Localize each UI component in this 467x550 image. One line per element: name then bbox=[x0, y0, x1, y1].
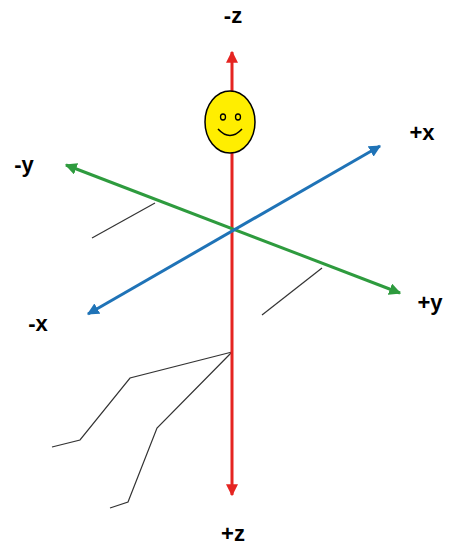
figure-line bbox=[92, 203, 155, 238]
axis-label: -z bbox=[224, 5, 242, 27]
axis-label: +x bbox=[409, 122, 434, 144]
figure-line bbox=[262, 268, 322, 315]
axis-label: +z bbox=[221, 523, 245, 545]
axis-label: -x bbox=[28, 313, 48, 335]
smiley-face bbox=[205, 91, 255, 153]
axis-label: +y bbox=[417, 292, 442, 314]
figure-line bbox=[52, 352, 232, 447]
axis-label: -y bbox=[14, 154, 34, 176]
figure-line bbox=[110, 352, 232, 508]
x-axis bbox=[88, 146, 380, 314]
